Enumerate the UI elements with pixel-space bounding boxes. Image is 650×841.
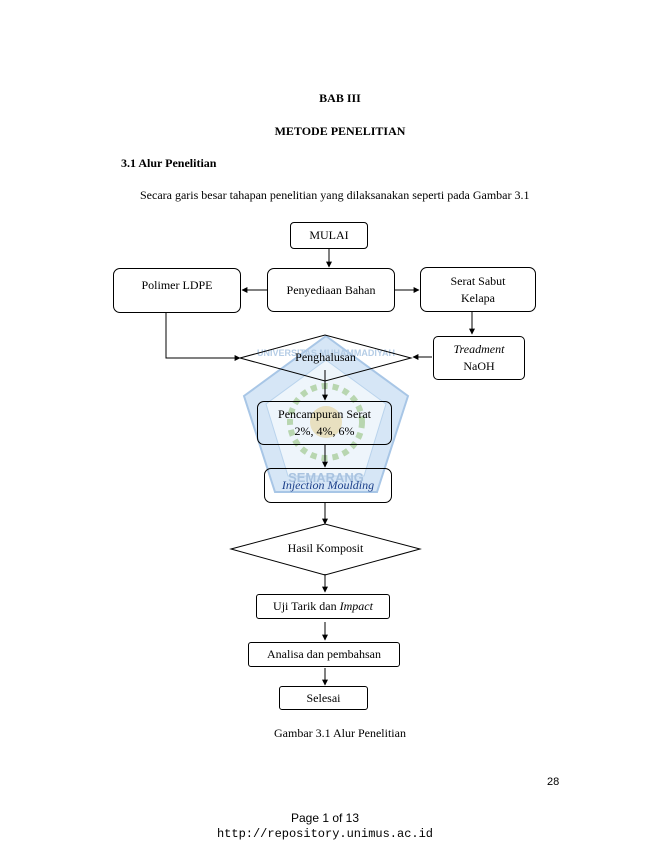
end-label: Selesai bbox=[306, 690, 341, 705]
footer-page-indicator: Page 1 of 13 bbox=[290, 811, 360, 825]
analysis-label: Analisa dan pembahsan bbox=[267, 647, 381, 661]
mixing-label-line1: Pencampuran Serat bbox=[278, 407, 371, 421]
watermark-text-top: UNIVERSITAS MUHAMMADIYAH bbox=[257, 348, 395, 358]
intro-paragraph: Secara garis besar tahapan penelitian ya… bbox=[140, 188, 530, 202]
molding-label: Injection Moulding bbox=[281, 478, 375, 492]
fiber-node: Serat Sabut Kelapa bbox=[420, 267, 536, 312]
polymer-label: Polimer LDPE bbox=[141, 278, 213, 292]
analysis-node: Analisa dan pembahsan bbox=[248, 642, 400, 667]
grinding-label: Penghalusan bbox=[295, 350, 356, 364]
mixing-label-line2: 2%, 4%, 6% bbox=[294, 424, 355, 438]
result-label: Hasil Komposit bbox=[287, 541, 364, 555]
polymer-node: Polimer LDPE bbox=[113, 268, 241, 313]
result-diamond bbox=[229, 523, 422, 576]
prep-label: Penyediaan Bahan bbox=[286, 282, 376, 297]
treatment-label-plain: NaOH bbox=[463, 359, 495, 373]
footer-url[interactable]: http://repository.unimus.ac.id bbox=[216, 827, 434, 841]
grinding-diamond bbox=[238, 334, 413, 382]
test-label-italic: Impact bbox=[339, 599, 373, 613]
university-seal-watermark: SEMARANG UNIVERSITAS MUHAMMADIYAH bbox=[242, 334, 410, 493]
prep-node: Penyediaan Bahan bbox=[267, 268, 395, 312]
watermark-text-bottom: SEMARANG bbox=[288, 470, 364, 485]
fiber-label-line1: Serat Sabut bbox=[450, 273, 506, 288]
test-label: Uji Tarik dan Impact bbox=[273, 598, 373, 615]
test-node: Uji Tarik dan Impact bbox=[256, 594, 390, 619]
start-label: MULAI bbox=[309, 228, 349, 242]
chapter-title: METODE PENELITIAN bbox=[274, 124, 406, 138]
test-label-plain: Uji Tarik dan bbox=[273, 599, 337, 613]
treatment-node: Treadment NaOH bbox=[433, 336, 525, 380]
figure-caption: Gambar 3.1 Alur Penelitian bbox=[274, 726, 406, 740]
molding-node: Injection Moulding bbox=[264, 468, 392, 503]
page-number: 28 bbox=[547, 776, 560, 788]
chapter-number: BAB III bbox=[319, 91, 361, 105]
end-node: Selesai bbox=[279, 686, 368, 710]
treatment-label-italic: Treadment bbox=[453, 342, 505, 356]
start-node: MULAI bbox=[290, 222, 368, 249]
section-heading: 3.1 Alur Penelitian bbox=[121, 156, 217, 170]
fiber-label-line2: Kelapa bbox=[461, 290, 495, 305]
mixing-node: Pencampuran Serat 2%, 4%, 6% bbox=[257, 401, 392, 445]
